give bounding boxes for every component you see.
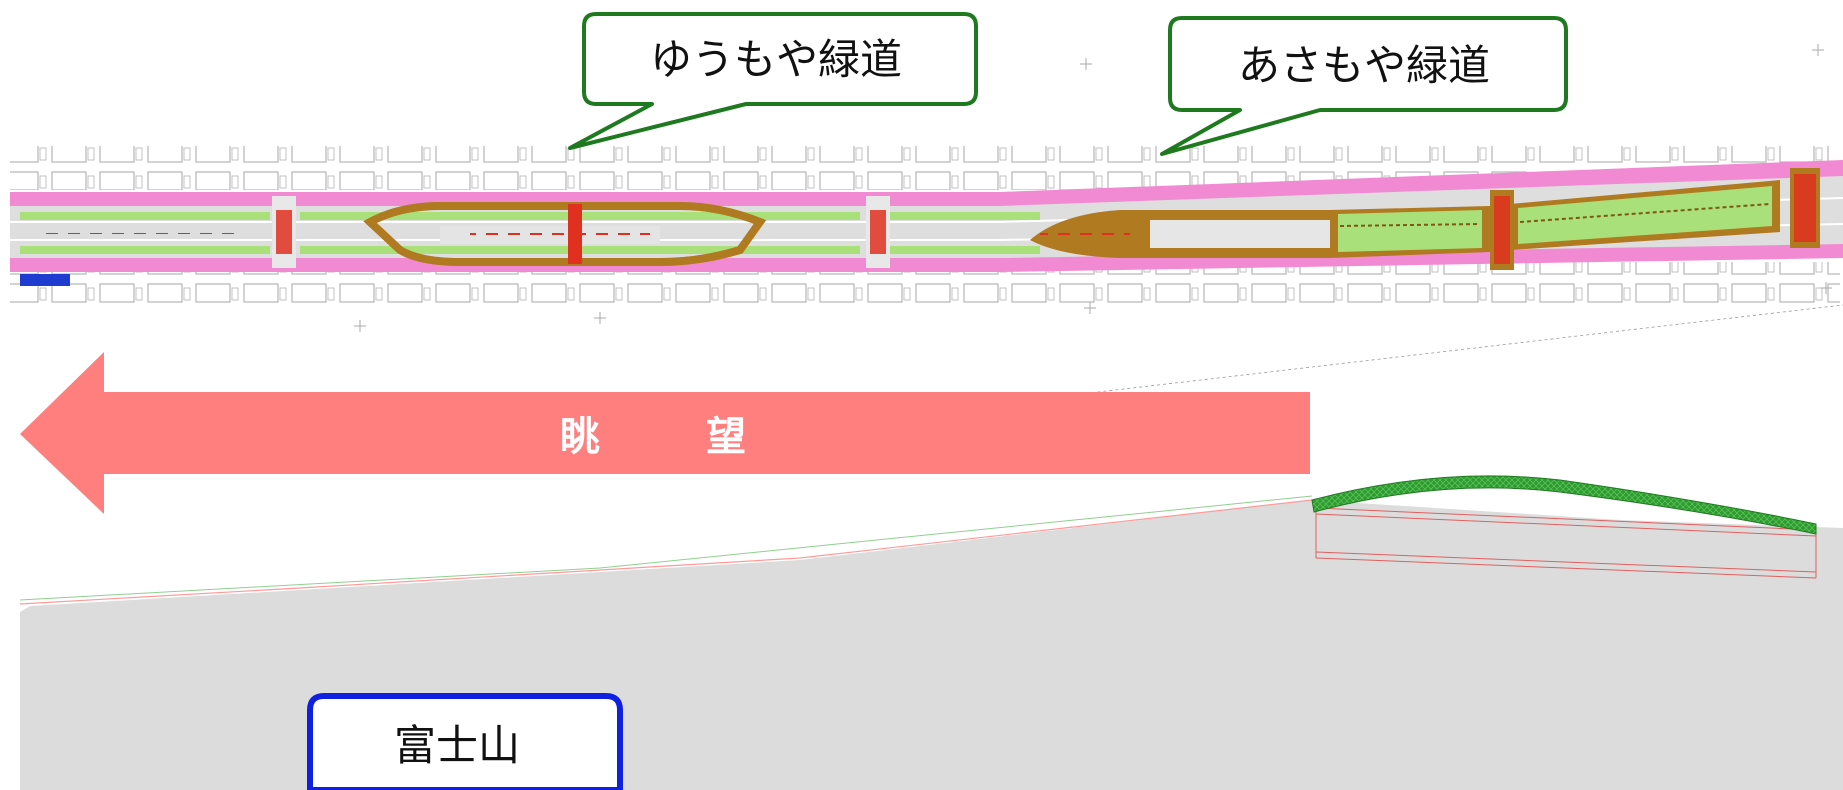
- callout-label-fuji: 富士山: [394, 721, 520, 770]
- callout-mount-fuji: 富士山: [307, 693, 623, 790]
- callout-yumoya-greenway: ゆうもや緑道: [568, 12, 978, 150]
- blue-end-marker: [20, 274, 70, 286]
- callout-label-asamoya: あさもや緑道: [1238, 41, 1490, 90]
- intersections: [272, 168, 1820, 270]
- speech-bubble-callout-icon: [568, 12, 978, 150]
- greenway-right-segment: [1330, 180, 1780, 258]
- arrow-label-left: 眺: [560, 414, 602, 460]
- mountain-profile-icon: [1311, 475, 1817, 535]
- underpass-structure: [1315, 507, 1817, 579]
- speech-bubble-callout-icon: [1160, 16, 1568, 156]
- terrain-profile: [19, 475, 1843, 790]
- greenway-middle-segment: [890, 210, 1330, 258]
- callout-asamoya-greenway: あさもや緑道: [1160, 16, 1568, 156]
- speech-bubble-callout-icon: [307, 693, 623, 790]
- ground-profile-line: [19, 499, 1313, 605]
- callout-label-yumoya: ゆうもや緑道: [650, 35, 902, 84]
- arrow-label-right: 望: [706, 414, 748, 460]
- road-plan-view: [10, 146, 1843, 308]
- view-direction-arrow: 眺 望: [20, 352, 1310, 514]
- survey-plus-marks: [354, 44, 1832, 332]
- left-arrow-icon: [20, 352, 1310, 514]
